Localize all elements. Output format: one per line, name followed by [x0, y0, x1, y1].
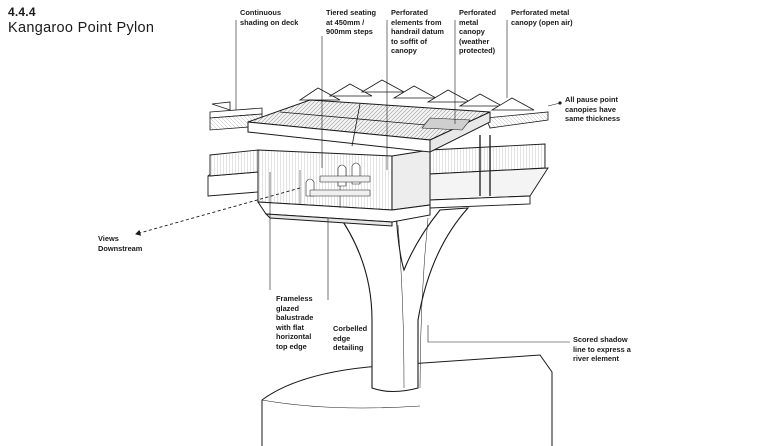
deck-right-wing — [429, 135, 549, 209]
section-number: 4.4.4 — [8, 5, 36, 19]
deck-left-wing — [207, 149, 263, 197]
section-title: Kangaroo Point Pylon — [8, 20, 155, 36]
canopy-louvres — [209, 79, 549, 131]
leader-lines — [135, 20, 570, 343]
main-canopy — [247, 99, 491, 153]
central-pod — [257, 149, 431, 227]
pylon-column — [333, 207, 470, 393]
